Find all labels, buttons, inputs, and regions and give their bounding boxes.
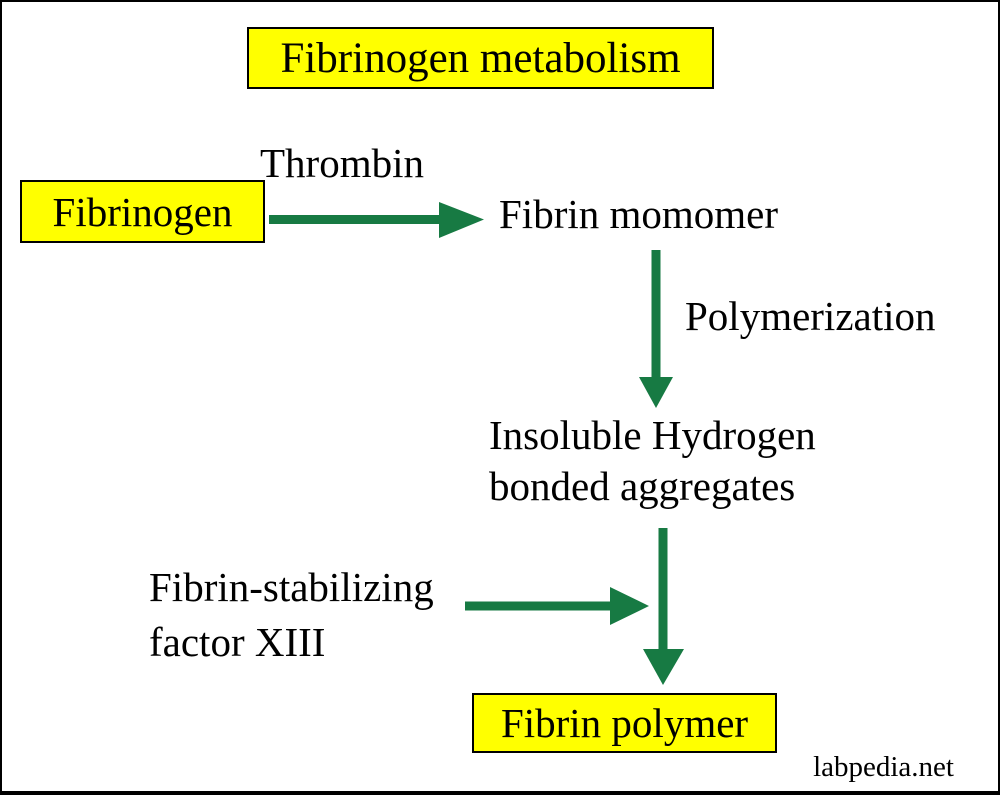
aggregates-node-line1: Insoluble Hydrogen [489,412,816,458]
fibrin-polymer-node-box: Fibrin polymer [472,693,777,753]
factor-xiii-line1: Fibrin-stabilizing [149,564,434,610]
factor-xiii-arrow-right-icon [465,587,649,625]
aggregation-arrow-down-icon [643,528,684,685]
aggregates-node-line2: bonded aggregates [489,463,796,509]
watermark: labpedia.net [813,751,954,783]
thrombin-arrow-right-icon [269,202,484,238]
aggregates-node-label: Insoluble Hydrogen bonded aggregates [489,410,909,512]
thrombin-label: Thrombin [260,140,424,186]
polymerization-arrow-down-icon [639,250,673,408]
fibrin-polymer-node-label: Fibrin polymer [500,700,749,746]
fibrinogen-node-box: Fibrinogen [20,180,265,243]
polymerization-label: Polymerization [685,293,936,339]
factor-xiii-label: Fibrin-stabilizing factor XIII [149,560,479,670]
fibrin-monomer-node-label: Fibrin momomer [499,191,779,237]
factor-xiii-line2: factor XIII [149,619,326,665]
diagram-title: Fibrinogen metabolism [280,34,681,82]
diagram-title-box: Fibrinogen metabolism [247,27,714,89]
fibrinogen-node-label: Fibrinogen [52,188,233,235]
